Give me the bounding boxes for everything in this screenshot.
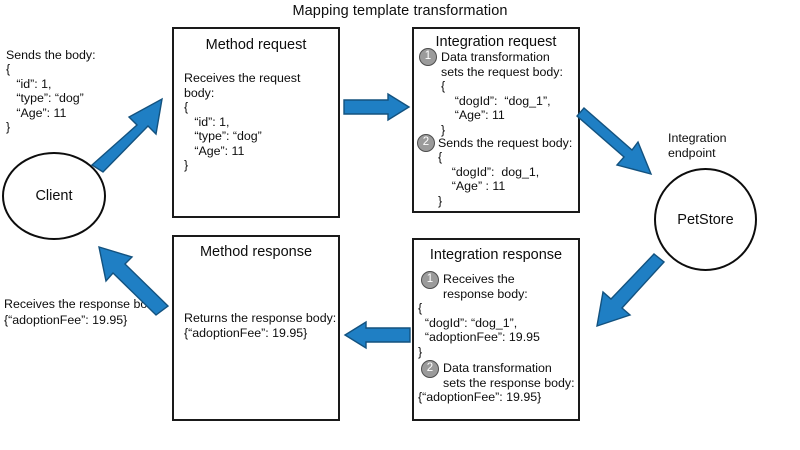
- integration-endpoint-label: Integration endpoint: [668, 131, 727, 160]
- method-request-box: Method request Receives the request body…: [172, 27, 340, 218]
- method-request-caption: Receives the request body:: [184, 71, 301, 100]
- integration-request-box: Integration request 1 Data transformatio…: [412, 27, 580, 213]
- integration-request-step-2-body: { “dogId”: dog_1, “Age” : 11 }: [438, 150, 540, 208]
- integration-response-box: Integration response 1 Receives the resp…: [412, 238, 580, 421]
- client-node: Client: [2, 152, 106, 240]
- arrow-method-request-to-integration-request: [343, 92, 411, 122]
- petstore-label: PetStore: [677, 211, 734, 228]
- integration-response-step-2-caption: Data transformation sets the response bo…: [443, 361, 575, 390]
- integration-response-step-1-badge: 1: [421, 271, 439, 289]
- arrow-method-response-to-client: [98, 245, 170, 316]
- petstore-node: PetStore: [654, 168, 757, 271]
- arrow-petstore-to-integration-response: [596, 253, 666, 328]
- arrow-integration-response-to-method-response: [343, 320, 411, 350]
- arrow-integration-request-to-petstore: [576, 107, 653, 176]
- integration-request-title: Integration request: [435, 34, 557, 50]
- integration-request-step-2-caption: Sends the request body:: [438, 136, 573, 150]
- integration-request-step-1-caption: Data transformation sets the request bod…: [441, 50, 563, 79]
- method-response-title: Method response: [199, 244, 313, 260]
- method-response-caption: Returns the response body:: [184, 311, 337, 325]
- arrow-client-to-method-request: [90, 97, 163, 173]
- method-request-body: { “id”: 1, “type”: “dog” “Age”: 11 }: [184, 100, 262, 173]
- integration-request-step-1-badge: 1: [419, 48, 437, 66]
- integration-response-step-1-body: { “dogId”: “dog_1”, “adoptionFee”: 19.95…: [418, 301, 540, 359]
- client-label: Client: [35, 188, 73, 204]
- client-receives-body: {“adoptionFee”: 19.95}: [4, 313, 128, 327]
- integration-response-step-1-caption: Receives the response body:: [443, 272, 528, 301]
- client-sends-body: { “id”: 1, “type”: “dog” “Age”: 11 }: [6, 62, 84, 135]
- page-title: Mapping template transformation: [292, 3, 508, 19]
- integration-response-step-2-body: {“adoptionFee”: 19.95}: [418, 390, 542, 404]
- integration-response-title: Integration response: [429, 247, 563, 263]
- client-sends-caption: Sends the body:: [6, 48, 96, 62]
- integration-request-step-2-badge: 2: [417, 134, 435, 152]
- method-request-title: Method request: [205, 37, 307, 53]
- method-response-box: Method response Returns the response bod…: [172, 235, 340, 421]
- method-response-body: {“adoptionFee”: 19.95}: [184, 326, 308, 340]
- integration-request-step-1-body: { “dogId”: “dog_1”, “Age”: 11 }: [441, 79, 551, 137]
- integration-response-step-2-badge: 2: [421, 360, 439, 378]
